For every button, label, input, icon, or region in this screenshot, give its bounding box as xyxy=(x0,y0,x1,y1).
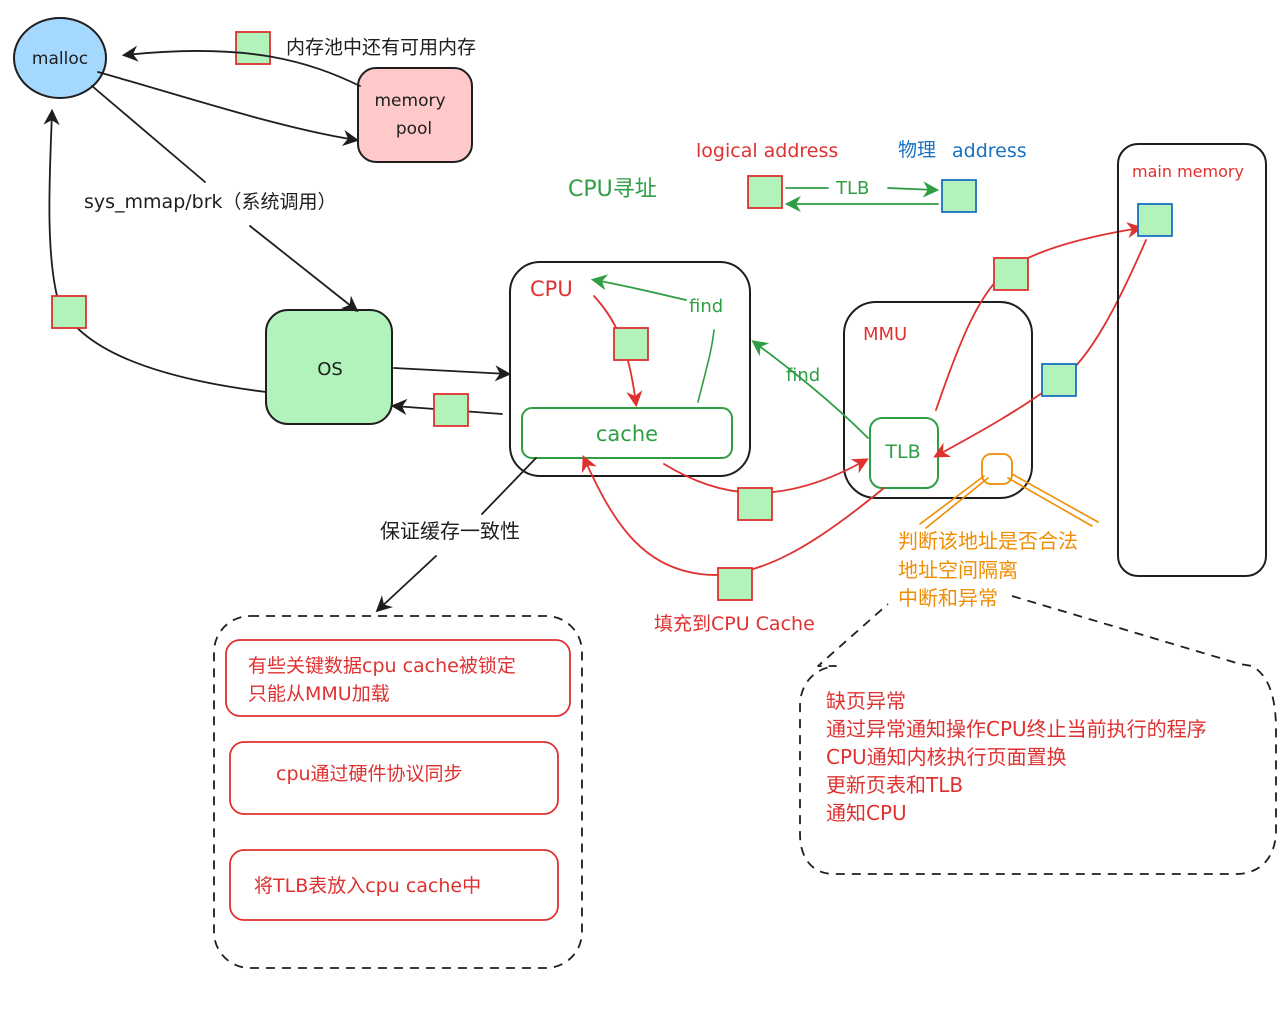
cache-tlb-block xyxy=(737,487,773,521)
cache-box xyxy=(521,407,733,459)
mmu-check-callout-lines xyxy=(919,473,1099,529)
coherence-method-2 xyxy=(229,849,559,921)
coherence-method-1-line-0: cpu通过硬件协议同步 xyxy=(276,763,463,785)
find-mmu-label: find xyxy=(786,365,820,386)
os-label: OS xyxy=(317,359,343,380)
mmu-check-line-2: 中断和异常 xyxy=(898,586,998,610)
syscall-label: sys_mmap/brk（系统调用） xyxy=(84,191,337,213)
legend-physical-block xyxy=(941,179,977,213)
memory-pool-node xyxy=(357,67,473,163)
mmu-memory-block xyxy=(993,257,1029,291)
page-fault-step-0: 缺页异常 xyxy=(826,689,906,713)
arrow-mmu-to-main-memory xyxy=(935,222,1144,411)
arrow-main-memory-to-tlb xyxy=(933,239,1147,458)
arrow-tlb-find-to-cpu xyxy=(751,340,869,439)
arrow-tlb-fill-cache xyxy=(581,455,885,576)
fill-cache-label: 填充到CPU Cache xyxy=(654,613,815,635)
arrow-find-to-cpu xyxy=(590,274,687,301)
coherence-methods-group xyxy=(213,615,583,969)
main-memory-page-block xyxy=(1137,203,1173,237)
coherence-method-0-line-1: 只能从MMU加载 xyxy=(248,683,390,705)
legend-tlb-label: TLB xyxy=(835,178,869,199)
line-malloc-to-syscall xyxy=(91,85,206,183)
coherence-method-2-line-0: 将TLB表放入cpu cache中 xyxy=(254,875,481,897)
page-fault-step-3: 更新页表和TLB xyxy=(826,773,963,797)
cpu-cache-block xyxy=(613,327,649,361)
main-memory-box xyxy=(1117,143,1267,577)
memory-tlb-block xyxy=(1041,363,1077,397)
arrow-coherence-to-methods xyxy=(375,555,437,613)
coherence-method-0-line-0: 有些关键数据cpu cache被锁定 xyxy=(248,655,516,677)
mmu-label: MMU xyxy=(863,324,907,345)
os-node xyxy=(265,309,393,425)
line-cache-find-up xyxy=(697,329,715,403)
arrow-pool-to-malloc xyxy=(121,45,361,87)
logical-address-label: logical address xyxy=(696,140,838,162)
cpu-addressing-label: CPU寻址 xyxy=(568,177,657,202)
cache-coherence-label: 保证缓存一致性 xyxy=(380,519,520,543)
cpu-label: CPU xyxy=(530,277,573,301)
cache-label: cache xyxy=(596,422,658,446)
physical-address-en-label: address xyxy=(952,140,1027,162)
physical-address-cn-label: 物理 xyxy=(898,139,936,161)
pool-available-label: 内存池中还有可用内存 xyxy=(286,37,476,59)
arrow-os-to-malloc xyxy=(43,108,267,393)
pool-return-block xyxy=(235,31,271,65)
legend-logical-block xyxy=(747,175,783,209)
cpu-box xyxy=(509,261,751,477)
os-return-block xyxy=(51,295,87,329)
page-fault-callout xyxy=(799,595,1277,875)
arrow-os-to-cpu xyxy=(393,365,512,382)
legend-arrow-translate xyxy=(785,188,936,190)
memory-pool-label-line2: pool xyxy=(396,119,432,139)
arrow-malloc-to-pool xyxy=(97,71,360,146)
page-fault-step-4: 通知CPU xyxy=(826,801,907,825)
malloc-node xyxy=(13,17,107,99)
main-memory-label: main memory xyxy=(1132,162,1244,181)
page-fault-step-1: 通过异常通知操作CPU终止当前执行的程序 xyxy=(826,717,1207,741)
line-cache-to-coherence xyxy=(481,457,537,515)
coherence-method-1 xyxy=(229,741,559,815)
find-cpu-label: find xyxy=(689,296,723,317)
mmu-check-line-1: 地址空间隔离 xyxy=(898,558,1018,582)
memory-pool-label-line1: memory xyxy=(374,91,445,111)
page-fault-step-2: CPU通知内核执行页面置换 xyxy=(826,745,1067,769)
cpu-os-block xyxy=(433,393,469,427)
fill-cache-block xyxy=(717,567,753,601)
mmu-check-marker xyxy=(981,453,1013,485)
mmu-check-line-0: 判断该地址是否合法 xyxy=(898,529,1078,553)
arrow-syscall-to-os xyxy=(249,225,359,313)
malloc-label: malloc xyxy=(32,49,88,69)
tlb-label: TLB xyxy=(884,441,920,463)
coherence-method-0 xyxy=(225,639,571,717)
